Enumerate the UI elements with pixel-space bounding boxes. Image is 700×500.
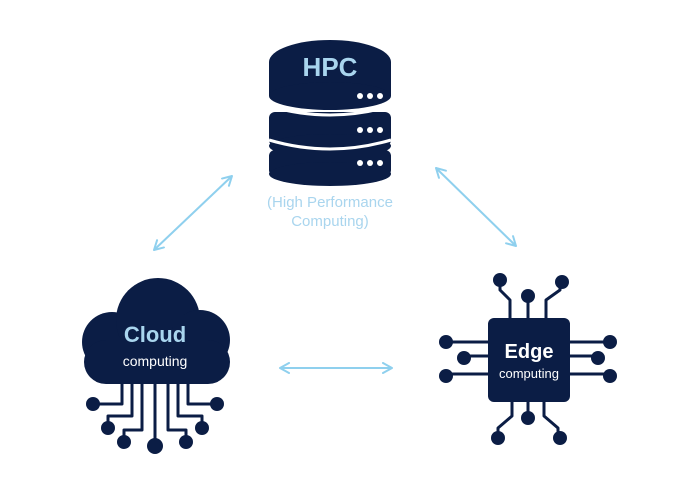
cloud-title: Cloud	[124, 322, 186, 347]
hpc-subtitle-line1: (High Performance	[267, 194, 393, 211]
cloud-node: Cloud computing	[82, 278, 230, 454]
hpc-node: HPC (High Performance Computing)	[267, 40, 393, 230]
hpc-edge-double-arrow	[435, 167, 517, 247]
server-stack-icon	[268, 40, 392, 186]
hpc-subtitle-line2: Computing)	[291, 213, 369, 230]
cloud-network-icon	[82, 278, 230, 454]
cloud-subtitle: computing	[123, 353, 188, 369]
chip-icon	[439, 273, 617, 445]
hpc-cloud-double-arrow	[153, 175, 233, 251]
edge-subtitle: computing	[499, 366, 559, 381]
hpc-title: HPC	[303, 52, 358, 82]
edge-title: Edge	[505, 341, 554, 363]
edge-node: Edge computing	[439, 273, 617, 445]
